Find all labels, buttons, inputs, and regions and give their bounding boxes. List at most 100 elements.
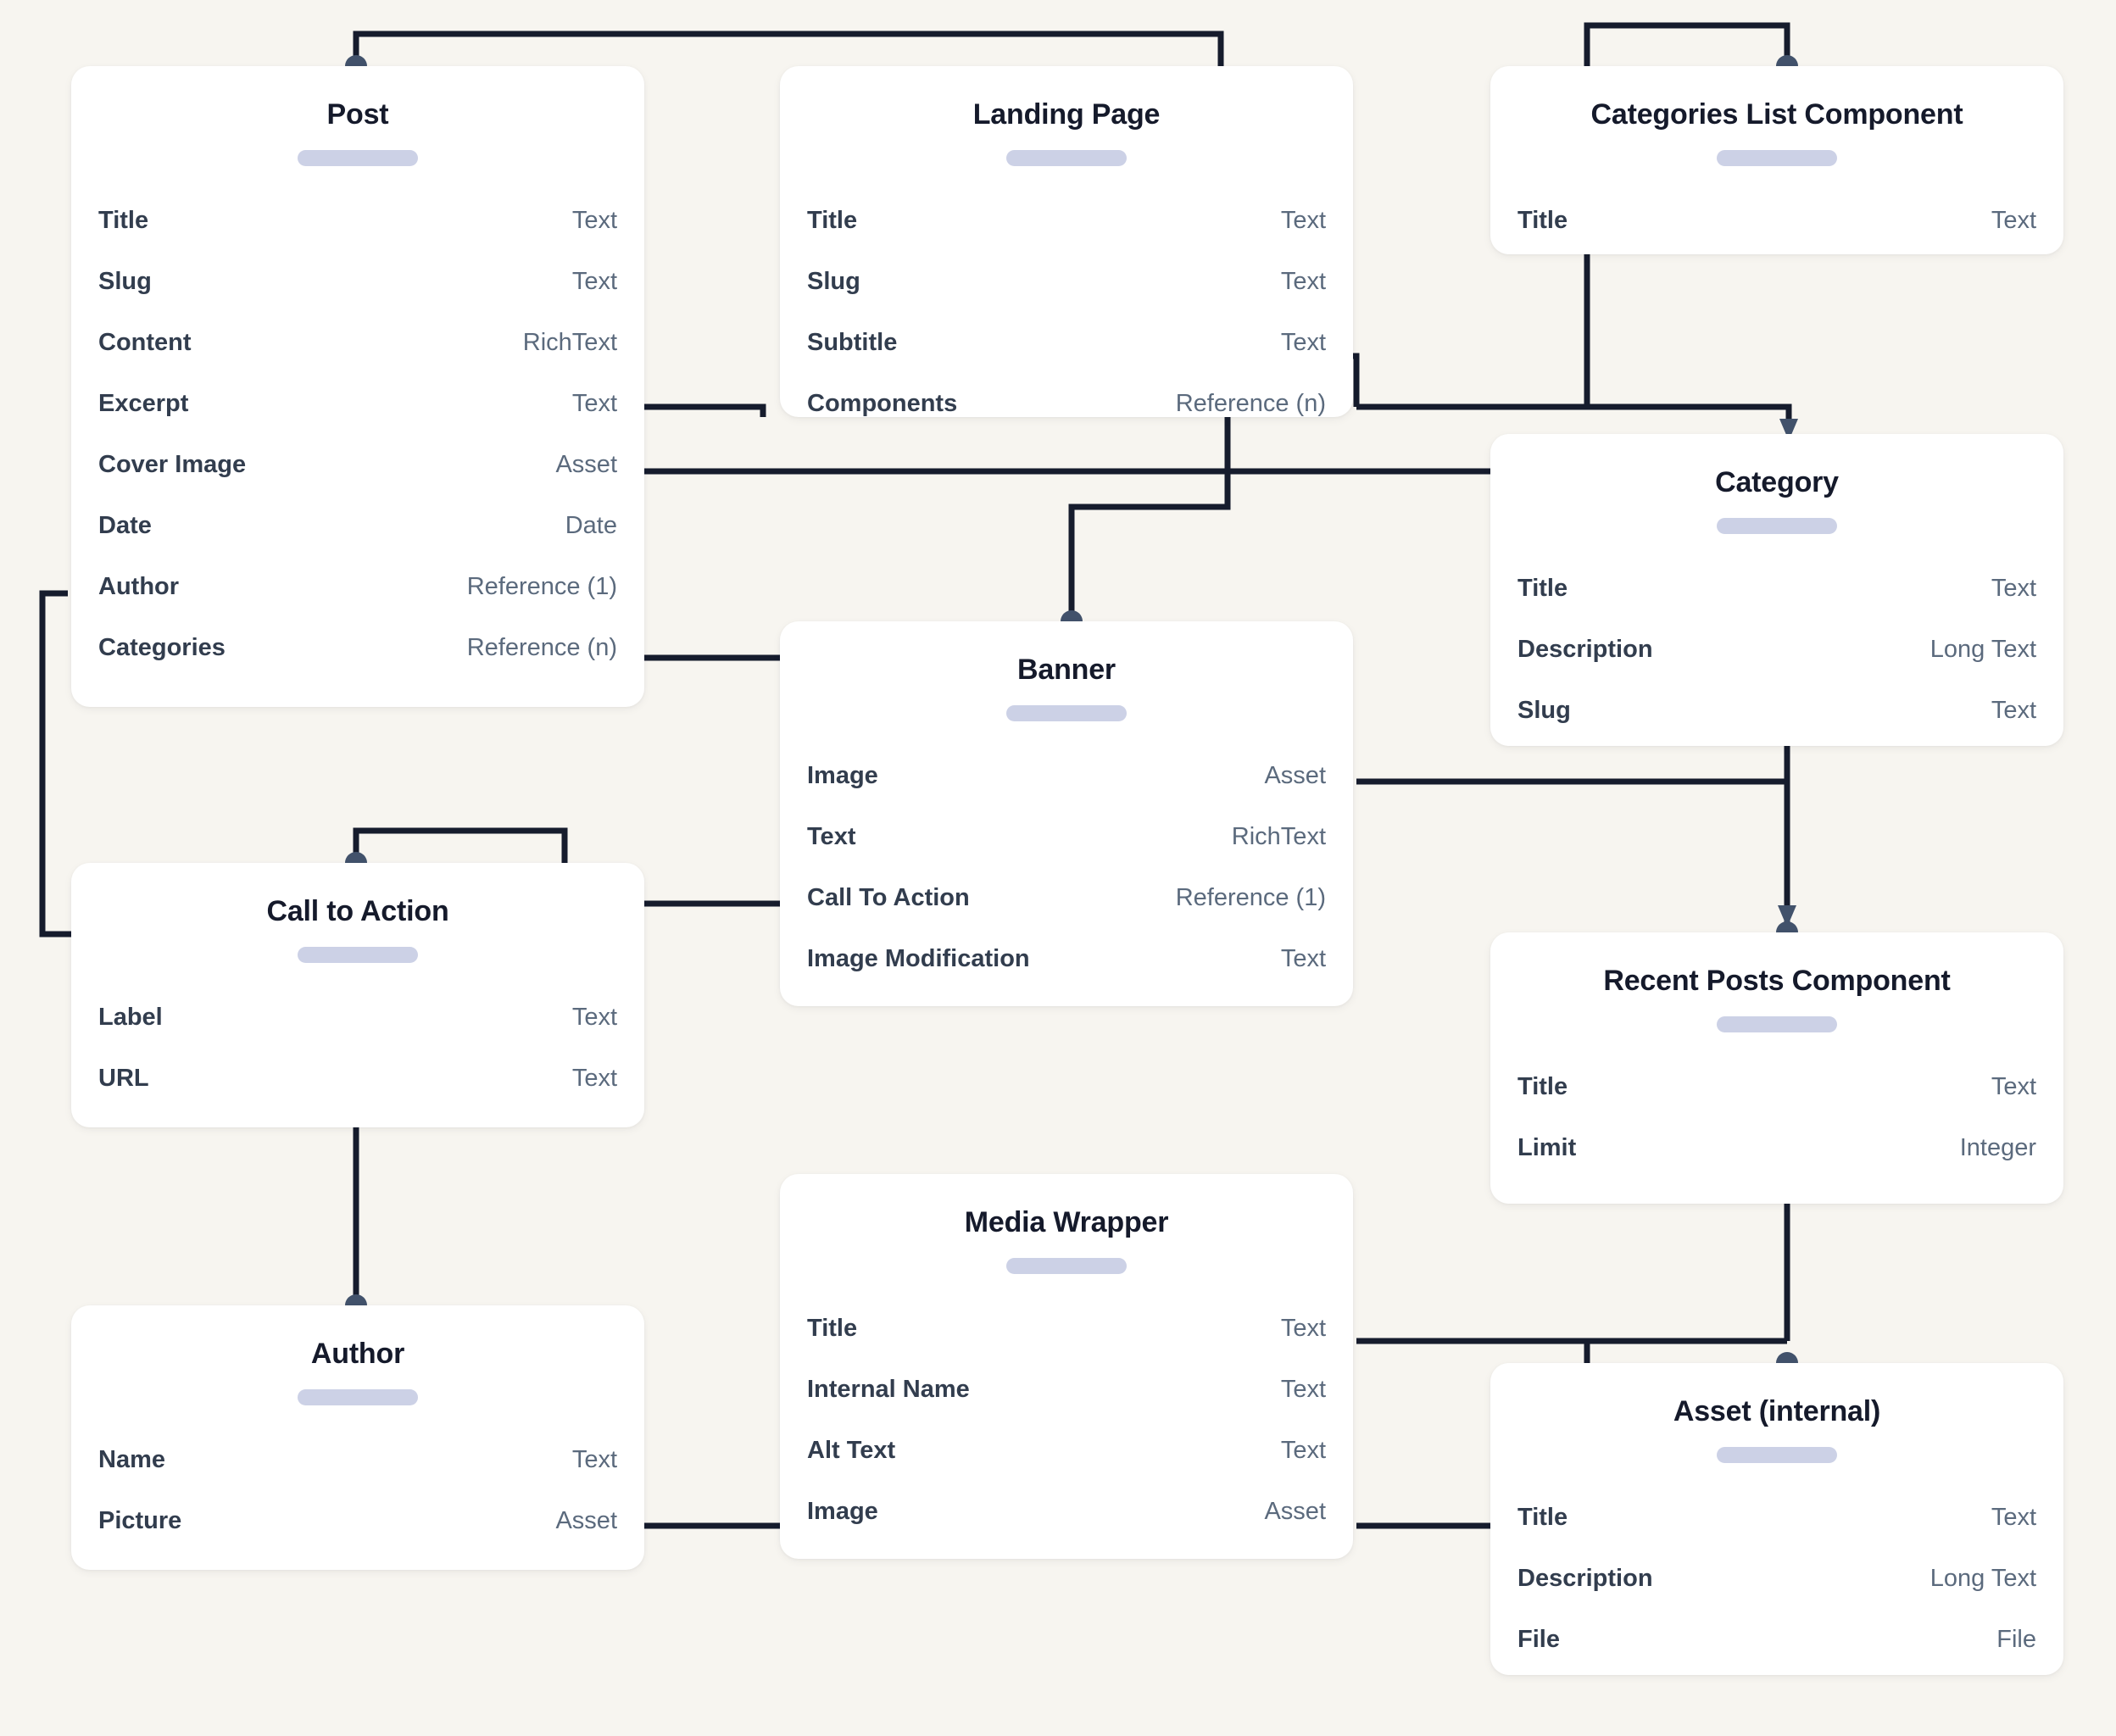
field-name: Excerpt <box>98 389 189 417</box>
field-name: Description <box>1517 635 1653 663</box>
field-name: Picture <box>98 1506 182 1534</box>
field-list: Title Text Description Long Text File Fi… <box>1490 1487 2063 1699</box>
field-row[interactable]: Alt Text Text <box>807 1420 1326 1481</box>
entity-badge <box>1717 150 1837 166</box>
field-type: Asset <box>1264 1497 1326 1525</box>
field-type: Long Text <box>1929 1564 2036 1592</box>
field-row[interactable]: Categories Reference (n) <box>98 617 617 678</box>
field-row[interactable]: Slug Text <box>807 251 1326 312</box>
field-name: Image <box>807 1497 878 1525</box>
field-row[interactable]: Call To Action Reference (1) <box>807 867 1326 928</box>
entity-card-post[interactable]: Post Title Text Slug Text Content RichTe… <box>71 66 644 707</box>
field-type: Text <box>1991 574 2036 602</box>
field-row[interactable]: Description Long Text <box>1517 619 2036 680</box>
field-row[interactable]: Title Text <box>98 190 617 251</box>
field-type: Text <box>571 206 617 234</box>
field-row[interactable]: Content RichText <box>98 312 617 373</box>
entity-card-banner[interactable]: Banner Image Asset Text RichText Call To… <box>780 621 1353 1006</box>
field-row[interactable]: Image Modification Text <box>807 928 1326 989</box>
entity-badge-wrap <box>1490 1016 2063 1032</box>
field-row[interactable]: Text RichText <box>807 806 1326 867</box>
field-name: Name <box>98 1445 165 1473</box>
field-row[interactable]: Subtitle Text <box>807 312 1326 373</box>
field-name: Title <box>1517 574 1568 602</box>
field-row[interactable]: Image Asset <box>807 1481 1326 1542</box>
entity-card-category[interactable]: Category Title Text Description Long Tex… <box>1490 434 2063 746</box>
field-row[interactable]: Excerpt Text <box>98 373 617 434</box>
field-row[interactable]: Description Long Text <box>1517 1548 2036 1609</box>
field-row[interactable]: Title Text <box>807 190 1326 251</box>
field-name: Limit <box>1517 1133 1577 1161</box>
field-row[interactable]: Name Text <box>98 1429 617 1490</box>
field-row[interactable]: Title Text <box>1517 190 2036 251</box>
field-list: Title Text Internal Name Text Alt Text T… <box>780 1298 1353 1571</box>
field-row[interactable]: Slug Text <box>98 251 617 312</box>
field-row[interactable]: File File <box>1517 1609 2036 1670</box>
field-list: Image Asset Text RichText Call To Action… <box>780 745 1353 1018</box>
field-type: Text <box>1991 1503 2036 1531</box>
field-row[interactable]: Date Date <box>98 495 617 556</box>
field-row[interactable]: Picture Asset <box>98 1490 617 1551</box>
field-row[interactable]: Components Reference (n) <box>807 373 1326 434</box>
field-name: Label <box>98 1003 163 1031</box>
entity-card-call-to-action[interactable]: Call to Action Label Text URL Text <box>71 863 644 1127</box>
field-name: Title <box>1517 1072 1568 1100</box>
entity-card-media-wrapper[interactable]: Media Wrapper Title Text Internal Name T… <box>780 1174 1353 1559</box>
field-row[interactable]: Title Text <box>1517 1487 2036 1548</box>
field-name: Slug <box>1517 696 1571 724</box>
field-row[interactable]: Label Text <box>98 987 617 1048</box>
entity-badge-wrap <box>780 705 1353 721</box>
field-row[interactable]: Title Text <box>807 1298 1326 1359</box>
entity-badge-wrap <box>71 150 644 166</box>
field-row[interactable]: Author Reference (1) <box>98 556 617 617</box>
field-type: Asset <box>555 1506 617 1534</box>
field-name: Date <box>98 511 152 539</box>
field-type: Text <box>1280 206 1326 234</box>
field-name: Slug <box>98 267 152 295</box>
field-name: Title <box>807 206 858 234</box>
entity-card-landing-page[interactable]: Landing Page Title Text Slug Text Subtit… <box>780 66 1353 417</box>
field-type: Text <box>571 1003 617 1031</box>
entity-badge-wrap <box>1490 1447 2063 1463</box>
field-name: Title <box>98 206 149 234</box>
field-row[interactable]: Title Text <box>1517 1056 2036 1117</box>
field-type: Text <box>1991 696 2036 724</box>
field-type: Text <box>1280 944 1326 972</box>
field-name: Title <box>1517 206 1568 234</box>
field-type: Text <box>571 1445 617 1473</box>
entity-title: Asset (internal) <box>1673 1395 1881 1427</box>
entity-badge <box>1717 1447 1837 1463</box>
field-list: Title Text <box>1490 190 2063 280</box>
entity-badge-wrap <box>780 1258 1353 1274</box>
field-row[interactable]: Title Text <box>1517 558 2036 619</box>
field-row[interactable]: Cover Image Asset <box>98 434 617 495</box>
field-type: Text <box>571 1064 617 1092</box>
entity-title: Recent Posts Component <box>1603 965 1951 997</box>
field-row[interactable]: URL Text <box>98 1048 617 1109</box>
field-type: RichText <box>522 328 617 356</box>
field-row[interactable]: Limit Integer <box>1517 1117 2036 1178</box>
field-type: Text <box>1280 1436 1326 1464</box>
field-type: Integer <box>1959 1133 2036 1161</box>
entity-title: Post <box>326 98 389 131</box>
entity-badge-wrap <box>1490 518 2063 534</box>
field-row[interactable]: Slug Text <box>1517 680 2036 741</box>
field-name: Slug <box>807 267 860 295</box>
field-type: RichText <box>1231 822 1326 850</box>
field-name: Text <box>807 822 856 850</box>
entity-badge <box>1006 705 1127 721</box>
field-type: Text <box>1280 1375 1326 1403</box>
field-name: Title <box>807 1314 858 1342</box>
entity-card-recent-posts-component[interactable]: Recent Posts Component Title Text Limit … <box>1490 932 2063 1204</box>
field-row[interactable]: Image Asset <box>807 745 1326 806</box>
field-row[interactable]: Internal Name Text <box>807 1359 1326 1420</box>
field-name: Author <box>98 572 180 600</box>
entity-title: Landing Page <box>972 98 1161 131</box>
entity-card-author[interactable]: Author Name Text Picture Asset <box>71 1305 644 1570</box>
entity-title: Media Wrapper <box>964 1206 1169 1238</box>
field-name: Alt Text <box>807 1436 896 1464</box>
field-name: Description <box>1517 1564 1653 1592</box>
entity-badge <box>1717 1016 1837 1032</box>
entity-card-asset-internal[interactable]: Asset (internal) Title Text Description … <box>1490 1363 2063 1675</box>
entity-card-categories-list-component[interactable]: Categories List Component Title Text <box>1490 66 2063 254</box>
